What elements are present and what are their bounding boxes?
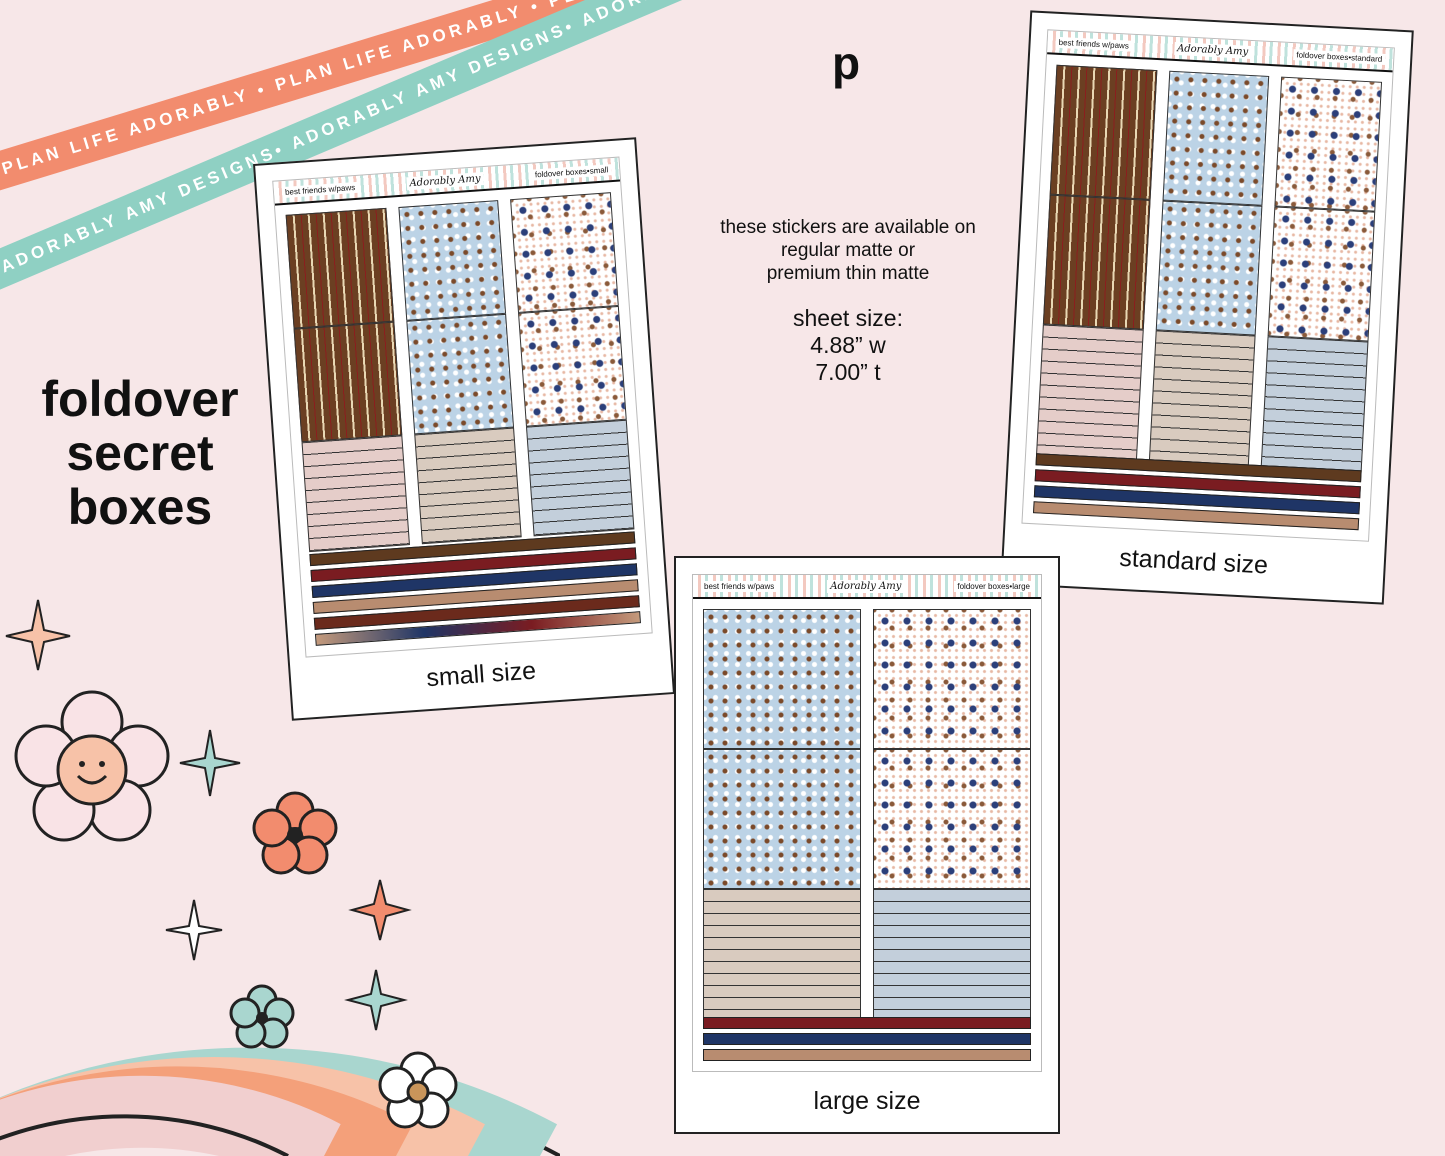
sparkle-icon bbox=[179, 729, 241, 797]
box-columns bbox=[703, 609, 1031, 1029]
standard-size-card: best friends w/paws Adorably Amy foldove… bbox=[1000, 10, 1414, 605]
pattern-box bbox=[510, 192, 619, 313]
rainbow-illustration bbox=[0, 599, 560, 1156]
pattern-box bbox=[1155, 200, 1263, 336]
size-caption: standard size bbox=[1118, 543, 1269, 580]
box-column-1 bbox=[703, 609, 861, 1029]
sheet-label-left: best friends w/paws bbox=[1055, 36, 1133, 52]
pattern-box bbox=[1267, 206, 1376, 342]
pattern-box bbox=[405, 313, 515, 435]
lined-box bbox=[413, 427, 523, 545]
lined-box bbox=[703, 889, 861, 1029]
pattern-box bbox=[1162, 70, 1270, 206]
lined-box bbox=[1036, 324, 1144, 460]
pattern-box bbox=[703, 749, 861, 889]
pattern-box bbox=[1042, 194, 1151, 330]
box-column-2 bbox=[1148, 70, 1270, 466]
box-column-1 bbox=[285, 207, 410, 553]
sparkle-icon bbox=[165, 899, 223, 961]
sheet-size-height: 7.00” t bbox=[815, 359, 881, 385]
pattern-box bbox=[398, 200, 507, 321]
sheet-label-right: foldover boxes•small bbox=[531, 163, 612, 181]
lined-box bbox=[1261, 336, 1369, 472]
lined-box bbox=[301, 435, 410, 553]
strip-red bbox=[703, 1017, 1031, 1029]
brand-logo: Adorably Amy bbox=[406, 171, 484, 190]
pattern-box bbox=[873, 749, 1031, 889]
box-column-3 bbox=[510, 192, 635, 537]
box-column-2 bbox=[398, 200, 523, 545]
sparkle-icon bbox=[344, 969, 408, 1031]
pattern-box bbox=[703, 609, 861, 749]
large-size-card: best friends w/paws Adorably Amy foldove… bbox=[674, 556, 1060, 1134]
box-column-3 bbox=[1261, 76, 1383, 472]
pattern-box bbox=[518, 305, 627, 427]
lined-box bbox=[1148, 330, 1256, 466]
title-line-3: boxes bbox=[67, 479, 213, 535]
smiley-flower-icon bbox=[14, 690, 170, 842]
pattern-box bbox=[293, 321, 402, 443]
info-line-2: regular matte or bbox=[780, 240, 916, 261]
lined-box bbox=[873, 889, 1031, 1029]
sheet-label-left: best friends w/paws bbox=[281, 181, 359, 198]
title-line-2: secret bbox=[66, 425, 214, 481]
lined-box bbox=[526, 419, 635, 537]
brand-logo: Adorably Amy bbox=[1173, 41, 1252, 59]
sparkle-icon bbox=[348, 879, 412, 941]
washi-strips bbox=[703, 1017, 1031, 1061]
box-column-1 bbox=[1036, 64, 1158, 460]
sheet-label-right: foldover boxes•large bbox=[954, 580, 1033, 592]
sheet-label-left: best friends w/paws bbox=[701, 580, 778, 592]
sticker-sheet-standard: best friends w/paws Adorably Amy foldove… bbox=[1021, 29, 1395, 542]
page-title: foldover secret boxes bbox=[20, 372, 260, 534]
pattern-box bbox=[1049, 64, 1158, 200]
sheet-size-title: sheet size: bbox=[793, 305, 903, 331]
strip-tan bbox=[703, 1049, 1031, 1061]
flower-icon bbox=[378, 1051, 458, 1129]
sticker-sheet-large: best friends w/paws Adorably Amy foldove… bbox=[692, 574, 1042, 1072]
strip-navy bbox=[703, 1033, 1031, 1045]
product-info: these stickers are available on regular … bbox=[690, 216, 1006, 386]
info-line-3: premium thin matte bbox=[766, 263, 930, 284]
flower-icon bbox=[229, 984, 295, 1049]
box-columns bbox=[285, 192, 635, 553]
box-columns bbox=[1036, 64, 1383, 472]
brand-logo: Adorably Amy bbox=[827, 579, 905, 593]
box-column-2 bbox=[873, 609, 1031, 1029]
pattern-box bbox=[873, 609, 1031, 749]
sheet-header: best friends w/paws Adorably Amy foldove… bbox=[693, 575, 1041, 599]
pattern-box bbox=[1274, 76, 1383, 212]
pattern-box bbox=[285, 207, 395, 329]
brand-mark: p bbox=[832, 37, 861, 89]
sheet-size-width: 4.88” w bbox=[810, 332, 886, 358]
title-line-1: foldover bbox=[41, 371, 239, 427]
sparkle-icon bbox=[5, 599, 71, 671]
sheet-size: sheet size: 4.88” w 7.00” t bbox=[690, 305, 1006, 386]
sheet-label-right: foldover boxes•standard bbox=[1293, 48, 1386, 65]
flower-icon bbox=[252, 791, 338, 875]
info-line-1: these stickers are available on bbox=[720, 217, 976, 238]
size-caption: large size bbox=[813, 1087, 921, 1115]
